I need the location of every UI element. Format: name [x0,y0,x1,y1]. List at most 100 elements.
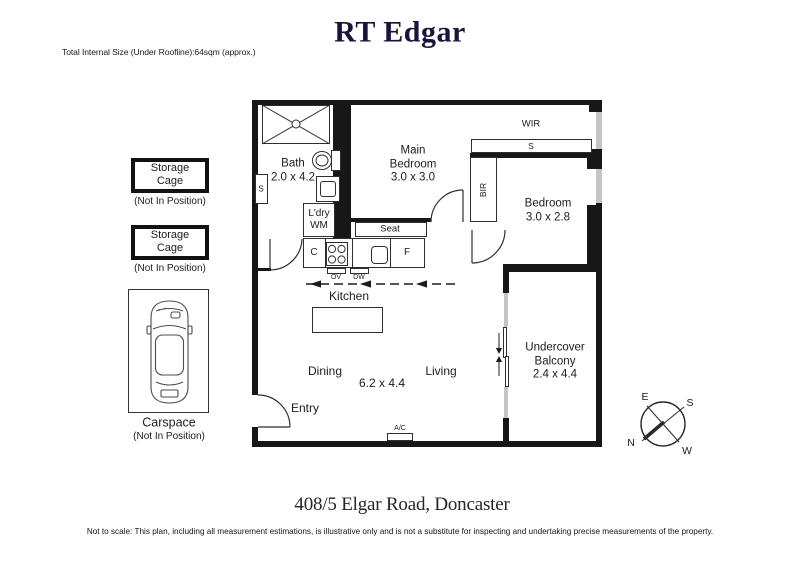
bir-label: BIR [477,182,488,198]
bath-cupboard-label: S [258,184,264,194]
toilet-icon [312,151,332,170]
storage-cage-2-box [131,225,209,260]
window-right-2 [596,168,602,203]
balcony-dims: 2.4 x 4.4 [532,368,578,381]
carspace-label: Carspace [142,415,196,430]
balcony-name-2: Balcony [534,355,576,368]
built-in-robe [470,157,497,222]
storage-2-line-1: Storage [150,229,190,242]
wall-bedroom-balcony [503,264,602,272]
laundry-line-2: WM [310,220,328,231]
bench-divider-1 [325,238,326,268]
window-right-1 [596,112,602,150]
wall-left-upper [252,100,258,395]
room-label-bedroom: Bedroom 3.0 x 2.8 [525,197,572,224]
ac-label: A/C [394,424,406,432]
balcony-glazing-2 [504,387,508,418]
cooktop [326,242,348,266]
window-seat [355,222,427,237]
wall-pier-right-lower [587,205,602,272]
room-label-living: Living [425,363,457,378]
bath-wall-cupboard [255,174,268,204]
shower [262,105,330,144]
laundry-line-1: L'dry [308,208,330,220]
room-label-bath: Bath 2.0 x 4.2 [271,157,315,184]
sliding-door-arrows [495,333,503,376]
entry-door-arc [257,394,291,428]
property-address: 408/5 Elgar Road, Doncaster [294,493,510,515]
wall-hall-stub [258,268,271,271]
living-dining-dims: 6.2 x 4.4 [358,375,406,390]
island-bench [312,307,383,333]
extent-arrow-line [306,280,458,288]
carspace-note: (Not In Position) [133,431,205,443]
cupboard-label: C [310,247,318,259]
bedroom-dims: 3.0 x 2.8 [525,211,571,223]
sliding-door-panel-1 [503,327,507,358]
wir-shelf-label: S [528,140,534,151]
wall-bottom [252,441,602,447]
storage-1-line-2: Cage [156,175,184,187]
bench-divider-3 [390,238,391,268]
kitchen-bench [303,238,425,268]
room-label-balcony: Undercover Balcony 2.4 x 4.4 [525,342,584,383]
bath-dims: 2.0 x 4.2 [270,171,316,183]
room-label-entry: Entry [290,400,320,415]
compass-north: N [627,436,635,449]
internal-size-note: Total Internal Size (Under Roofline):64s… [62,47,256,57]
disclaimer-text: Not to scale: This plan, including all m… [86,527,714,537]
bedroom-name: Bedroom [524,197,572,210]
ac-unit [387,433,413,441]
storage-cage-1-note: (Not In Position) [134,196,206,208]
oven-label: OV [330,273,342,281]
wall-top [252,100,602,105]
laundry-closet [303,203,335,237]
storage-cage-1-box [131,158,209,193]
carspace-box [128,289,209,413]
room-label-kitchen: Kitchen [328,288,370,303]
wall-balcony-left-lower [503,418,509,441]
dishwasher-under-bench [350,268,369,274]
sliding-door-panel-2 [505,356,509,387]
wall-right [596,100,602,447]
storage-1-line-1: Storage [150,162,190,175]
wall-seat [351,218,431,222]
laundry-label: L'dry WM [308,208,329,232]
main-bedroom-door-arc [430,189,464,223]
storage-cage-1-label: Storage Cage [151,162,190,188]
bedroom-door-arc [471,229,506,264]
wall-bath-bedroom [333,100,351,238]
compass-east: E [641,390,649,403]
wall-corner-top-right [589,100,602,112]
compass-south: S [686,396,694,409]
wir-label: WIR [521,118,541,130]
balcony-glazing-1 [504,293,508,327]
seat-label: Seat [380,223,400,235]
main-bedroom-dims: 3.0 x 3.0 [390,171,436,184]
balcony-name-1: Undercover [525,341,585,354]
wall-left-lower [252,427,258,447]
kitchen-sink [371,246,388,264]
wall-wir-bedroom [470,153,602,158]
toilet-cistern [331,150,341,171]
room-label-dining: Dining [307,363,343,378]
bench-divider-2 [352,238,353,268]
bath-vanity-basin [320,181,336,197]
main-bedroom-name-1: Main [400,144,426,157]
wir-shelf [471,139,592,153]
storage-cage-2-note: (Not In Position) [134,263,206,275]
compass-west: W [682,444,692,457]
bath-name: Bath [281,157,305,170]
wall-balcony-left-upper [503,272,509,293]
brand-logo: RT Edgar [334,15,466,49]
compass-icon [640,401,686,447]
room-label-main-bedroom: Main Bedroom 3.0 x 3.0 [390,145,437,186]
storage-2-line-2: Cage [156,242,184,254]
main-bedroom-name-2: Bedroom [389,158,437,171]
oven-under-bench [327,268,346,274]
storage-cage-2-label: Storage Cage [151,229,190,255]
bath-door-arc [269,238,303,271]
fridge-label: F [403,247,411,259]
